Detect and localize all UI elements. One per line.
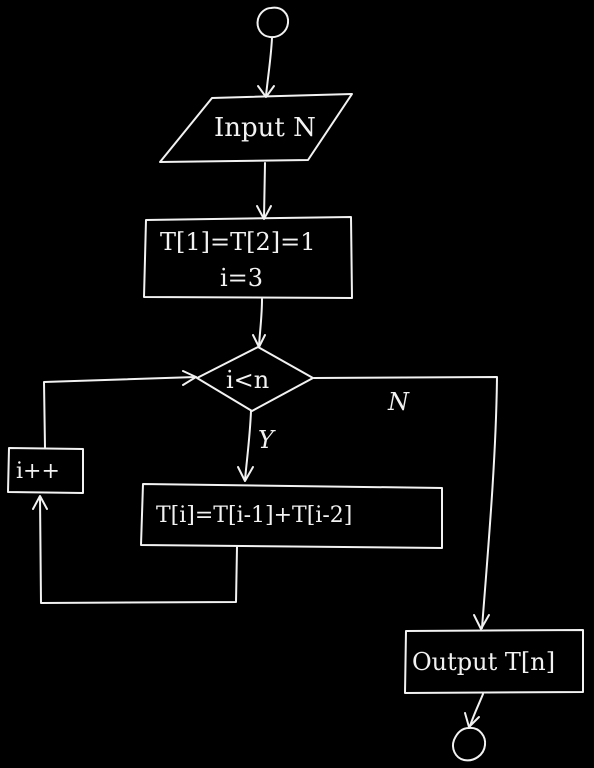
condition-label: i<n [226, 366, 269, 394]
arrow-input-to-init [263, 162, 266, 219]
arrow-increment-to-condition [43, 376, 197, 449]
arrowhead-loop-to-increment [32, 495, 48, 510]
arrowhead-condition-to-output [473, 614, 490, 630]
loop-body-to-increment [39, 496, 238, 604]
body-node [140, 483, 443, 549]
arrowhead-condition-to-body [237, 466, 254, 482]
output-label: Output T[n] [412, 648, 555, 676]
start-terminal [256, 6, 290, 39]
init-line1: T[1]=T[2]=1 [160, 228, 316, 256]
yes-label: Y [258, 426, 276, 454]
increment-label: i++ [16, 459, 60, 484]
input-node [159, 93, 353, 163]
arrow-condition-to-output [313, 376, 498, 629]
output-node [404, 629, 584, 694]
increment-node [7, 447, 84, 494]
body-label: T[i]=T[i-1]+T[i-2] [156, 503, 352, 528]
arrow-init-to-condition [258, 298, 263, 347]
end-terminal [452, 726, 487, 762]
arrow-condition-to-body [244, 410, 252, 481]
no-label: N [387, 388, 410, 416]
arrow-output-to-end [469, 693, 484, 727]
init-line2: i=3 [220, 264, 263, 292]
input-label: Input N [214, 113, 316, 143]
arrowhead-increment-to-condition [182, 370, 197, 386]
arrow-start-to-input [265, 37, 273, 97]
init-node [143, 216, 353, 299]
